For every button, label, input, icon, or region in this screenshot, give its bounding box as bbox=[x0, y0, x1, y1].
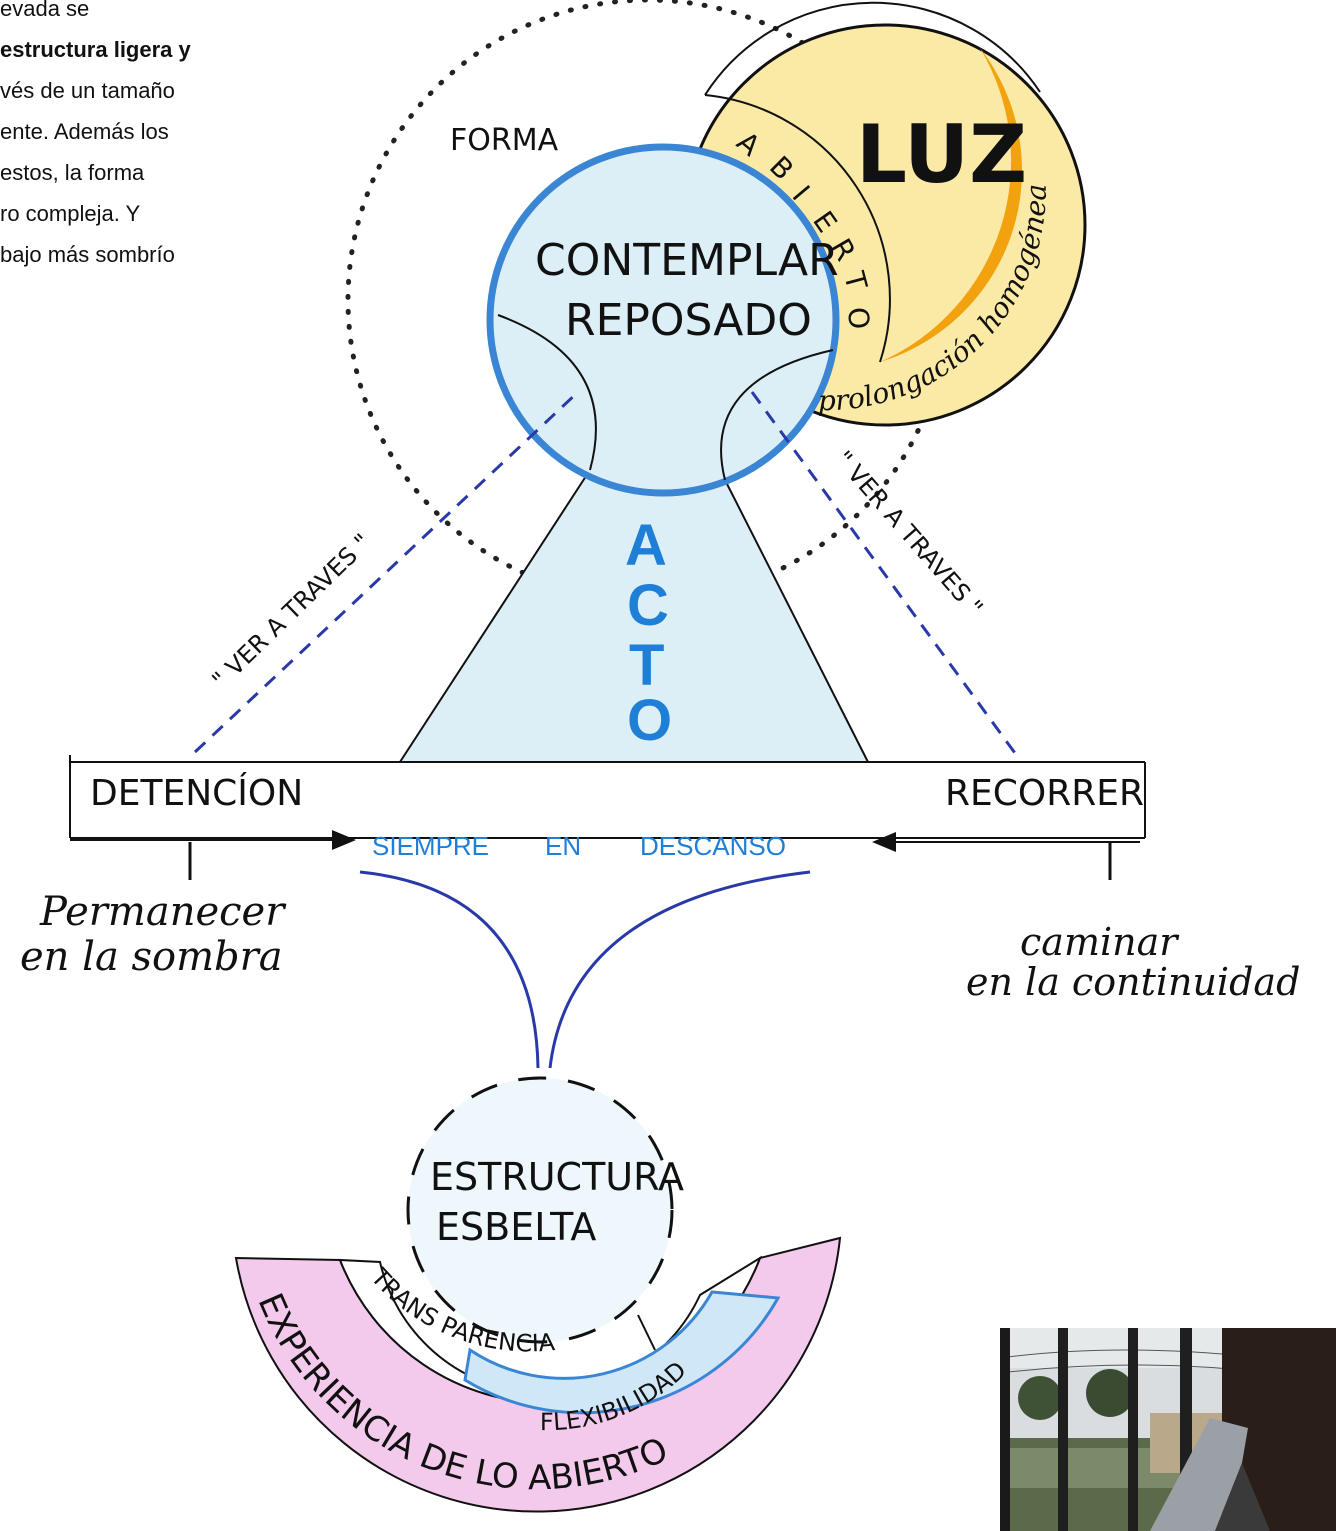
caminar-line1: caminar bbox=[1020, 920, 1180, 964]
caminar-line2: en la continuidad bbox=[966, 960, 1300, 1004]
intro-text-block: evada se estructura ligera y vés de un t… bbox=[0, 0, 330, 275]
descanso-label: DESCANSO bbox=[640, 831, 786, 861]
contemplar-label: CONTEMPLAR bbox=[535, 235, 839, 286]
left-curve bbox=[359, 870, 540, 1069]
left-scallop bbox=[497, 314, 597, 471]
window-photo-image bbox=[1000, 1328, 1336, 1531]
ver-right-dashed-line bbox=[750, 391, 1022, 761]
esbelta-label: ESBELTA bbox=[436, 1205, 596, 1249]
acto-letters: A C T O bbox=[625, 513, 672, 753]
recorrer-label: RECORRER bbox=[945, 773, 1144, 814]
siempre-label: SIEMPRE bbox=[372, 831, 489, 861]
experiencia-arcs bbox=[234, 1236, 842, 1513]
reposado-label: REPOSADO bbox=[565, 295, 812, 346]
estructura-dashed-circle bbox=[406, 1076, 674, 1344]
svg-text:C: C bbox=[627, 573, 669, 638]
estructura-label: ESTRUCTURA bbox=[430, 1155, 684, 1199]
svg-text:O: O bbox=[841, 306, 876, 331]
permanecer-line1: Permanecer bbox=[39, 889, 287, 935]
detencion-label: DETENCÍON bbox=[90, 772, 303, 814]
svg-text:O: O bbox=[627, 688, 672, 753]
detencion-band bbox=[69, 755, 1146, 839]
luz-label: LUZ bbox=[856, 108, 1027, 201]
intro-line: evada se bbox=[0, 0, 90, 21]
en-label: EN bbox=[545, 831, 581, 861]
contemplar-circle bbox=[486, 143, 840, 497]
ver-left-label: " VER A TRAVES " bbox=[207, 528, 377, 694]
window-photo bbox=[1000, 1328, 1336, 1531]
intro-line: bajo más sombrío bbox=[0, 242, 175, 267]
forma-label: FORMA bbox=[450, 123, 559, 158]
right-scallop bbox=[720, 349, 834, 481]
intro-line: estructura ligera y bbox=[0, 37, 191, 62]
intro-line: vés de un tamaño bbox=[0, 78, 175, 103]
svg-text:T: T bbox=[629, 633, 664, 698]
ver-left-dashed-line bbox=[193, 390, 580, 754]
svg-text:A: A bbox=[625, 513, 667, 578]
permanecer-line2: en la sombra bbox=[20, 934, 283, 980]
intro-line: ente. Además los bbox=[0, 119, 169, 144]
intro-line: ro compleja. Y bbox=[0, 201, 141, 226]
right-curve bbox=[548, 870, 811, 1069]
intro-line: estos, la forma bbox=[0, 160, 145, 185]
